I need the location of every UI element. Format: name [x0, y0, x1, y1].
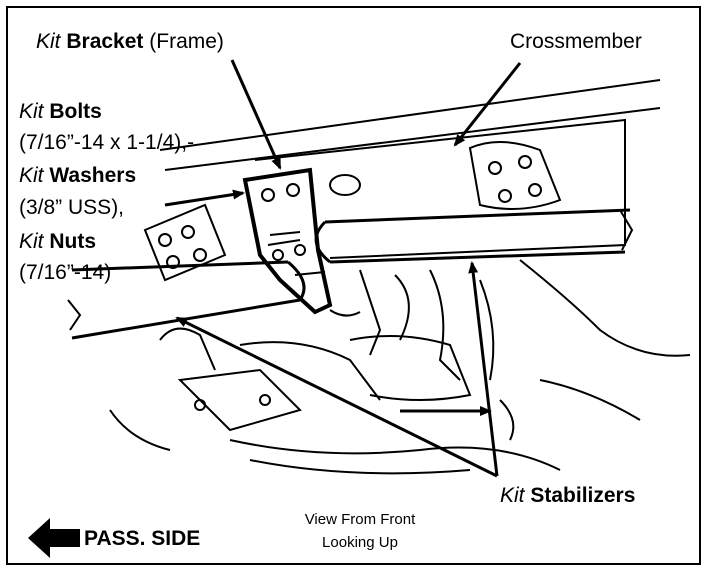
- label-kit-bracket: Kit Bracket (Frame): [36, 30, 224, 53]
- label-kit-stabilizers: Kit Stabilizers: [500, 484, 636, 507]
- label-bolts-spec: (7/16”-14 x 1-1/4),-: [19, 131, 195, 154]
- crossmember: [159, 79, 661, 259]
- pass-side-arrow-icon: [28, 518, 80, 558]
- label-pass-side: PASS. SIDE: [84, 527, 201, 550]
- kit-stabilizer-right: [314, 208, 631, 264]
- suspension-details: [109, 259, 691, 475]
- label-kit-bolts: Kit Bolts: [19, 100, 102, 123]
- label-view-line-2: Looking Up: [322, 534, 398, 551]
- label-crossmember: Crossmember: [510, 30, 642, 53]
- label-kit-washers: Kit Washers: [19, 164, 137, 187]
- label-view-line-1: View From Front: [304, 511, 416, 528]
- label-kit-nuts: Kit Nuts: [19, 230, 97, 253]
- label-washers-spec: (3/8” USS),: [19, 196, 125, 219]
- label-nuts-spec: (7/16”-14): [19, 261, 112, 284]
- kit-bracket: [242, 167, 333, 315]
- callout-arrows: [164, 59, 522, 478]
- frame-plate: [143, 203, 227, 282]
